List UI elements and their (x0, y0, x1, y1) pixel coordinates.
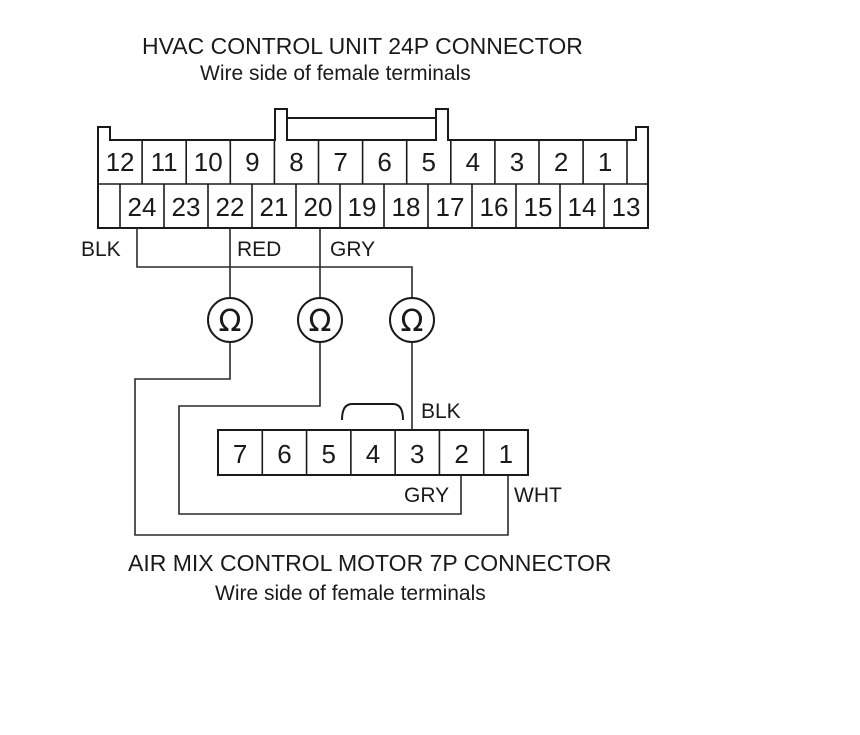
ohm-icon: Ω (219, 304, 242, 339)
hvac-pin-label: 9 (245, 147, 259, 177)
hvac-pin-label: 6 (377, 147, 391, 177)
hvac-pin-label: 20 (304, 192, 333, 222)
ohm-icon: Ω (309, 304, 332, 339)
hvac-pin-label: 8 (289, 147, 303, 177)
ohm-meter-3: Ω (389, 297, 435, 343)
hvac-pin-label: 13 (612, 192, 641, 222)
ohm-meter-2: Ω (297, 297, 343, 343)
wire-blk-24 (136, 228, 413, 298)
hvac-pin-label: 22 (216, 192, 245, 222)
hvac-connector-subtitle: Wire side of female terminals (200, 62, 471, 85)
motor-pin-label: 7 (233, 439, 247, 469)
motor-pin-label: 6 (277, 439, 291, 469)
hvac-connector-title: HVAC CONTROL UNIT 24P CONNECTOR (142, 33, 583, 59)
hvac-pin-label: 7 (333, 147, 347, 177)
hvac-pin-label: 2 (554, 147, 568, 177)
hvac-pin-label: 15 (524, 192, 553, 222)
wire-meter1-to-motor1 (134, 342, 509, 536)
hvac-pin-label: 21 (260, 192, 289, 222)
hvac-pin-label: 4 (466, 147, 480, 177)
ohm-meter-1: Ω (207, 297, 253, 343)
motor-pin-label: 5 (321, 439, 335, 469)
hvac-pin-label: 14 (568, 192, 597, 222)
hvac-pin-label: 1 (598, 147, 612, 177)
motor-pin-label: 1 (499, 439, 513, 469)
motor-connector-subtitle: Wire side of female terminals (215, 582, 486, 605)
motor-connector-title: AIR MIX CONTROL MOTOR 7P CONNECTOR (128, 550, 612, 576)
hvac-pin-label: 10 (194, 147, 223, 177)
hvac-pin-label: 18 (392, 192, 421, 222)
hvac-pin-label: 23 (172, 192, 201, 222)
wire-label-blk-3: BLK (421, 400, 461, 423)
motor-pin-label: 3 (410, 439, 424, 469)
hvac-pin-label: 16 (480, 192, 509, 222)
wire-label-red-22: RED (237, 238, 281, 261)
hvac-pin-label: 12 (106, 147, 135, 177)
wire-label-gry-20: GRY (330, 238, 375, 261)
hvac-pin-label: 17 (436, 192, 465, 222)
wire-label-gry-2: GRY (404, 484, 449, 507)
hvac-pin-label: 3 (510, 147, 524, 177)
motor-pin-label: 4 (366, 439, 380, 469)
hvac-pin-label: 5 (422, 147, 436, 177)
motor-pin-label: 2 (454, 439, 468, 469)
hvac-pin-label: 19 (348, 192, 377, 222)
hvac-pin-label: 11 (151, 147, 178, 177)
wire-label-blk-24: BLK (81, 238, 121, 261)
hvac-pin-label: 24 (128, 192, 157, 222)
wires (134, 228, 509, 536)
wire-meter2-to-motor2 (178, 342, 462, 515)
wire-label-wht-1: WHT (514, 484, 562, 507)
ohm-icon: Ω (401, 304, 424, 339)
